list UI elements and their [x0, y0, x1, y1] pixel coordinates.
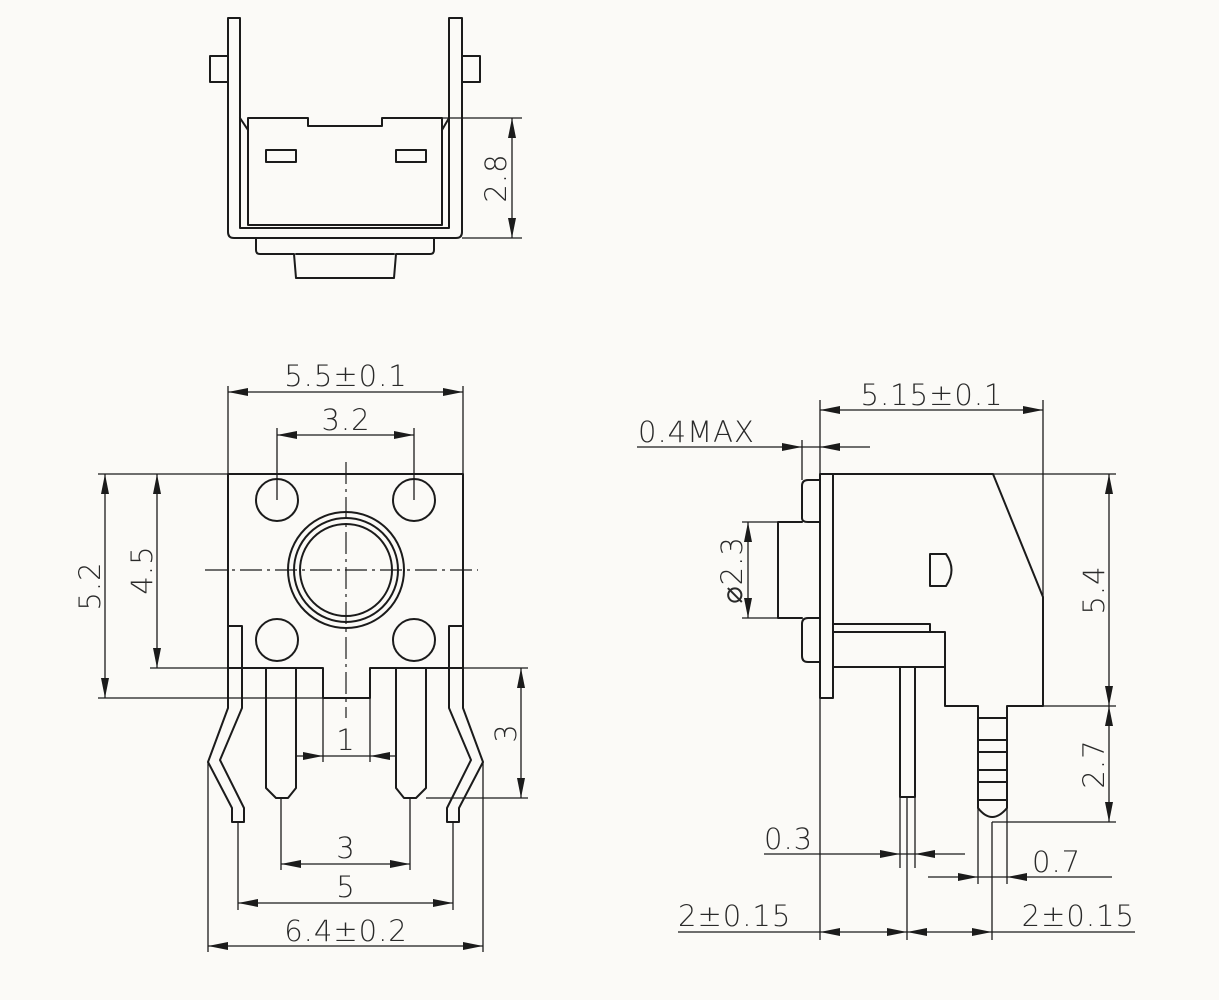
front-outer-height-label: 5.2 — [73, 561, 107, 610]
side-lead-length-label: 2.7 — [1077, 739, 1111, 788]
top-view-height-label: 2.8 — [479, 153, 513, 202]
side-depth-label: 5.15±0.1 — [861, 378, 1004, 412]
side-left-offset-label: 2±0.15 — [678, 899, 791, 933]
side-lead-width-label: 0.7 — [1032, 845, 1081, 879]
side-view: 5.15±0.1 0.4MAX ⌀2.3 5.4 2.7 0.3 — [637, 378, 1135, 940]
front-overall-width-label: 6.4±0.2 — [284, 914, 408, 948]
front-pin-pitch-label: 3 — [336, 831, 355, 865]
front-hole-span-label: 3.2 — [321, 403, 370, 437]
side-lead-thickness-label: 0.3 — [764, 822, 813, 856]
front-pin-length-label: 3 — [489, 723, 523, 742]
front-width-label: 5.5±0.1 — [284, 359, 408, 393]
top-view: 2.8 — [209, 17, 522, 279]
front-inner-height-label: 4.5 — [125, 545, 159, 594]
side-height-label: 5.4 — [1077, 565, 1111, 614]
side-diameter-label: ⌀2.3 — [715, 536, 749, 604]
front-view: 5.5±0.1 3.2 5.2 4.5 3 1 — [73, 359, 528, 952]
front-pin-width-label: 1 — [336, 723, 355, 757]
side-max-label: 0.4MAX — [638, 415, 755, 449]
side-right-offset-label: 2±0.15 — [1022, 899, 1135, 933]
front-pin-span-label: 5 — [336, 870, 355, 904]
